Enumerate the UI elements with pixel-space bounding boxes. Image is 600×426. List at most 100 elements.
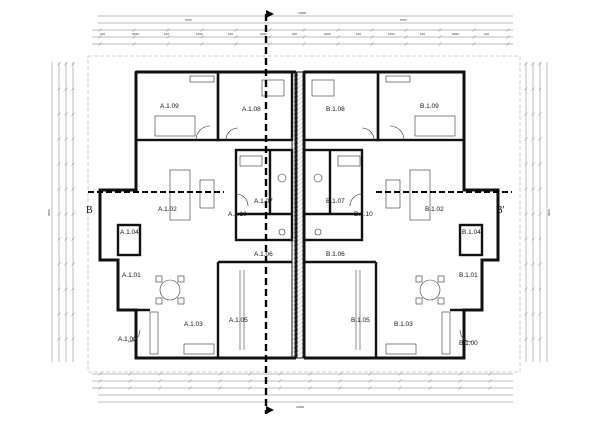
- dimension-tick: [132, 42, 136, 46]
- dim-top-segment: 120: [420, 32, 425, 36]
- dim-top-segment: 100: [100, 32, 105, 36]
- dimension-tick: [308, 386, 312, 390]
- dimension-tick: [531, 312, 535, 316]
- dimension-tick: [57, 187, 61, 191]
- dimension-tick: [438, 28, 442, 32]
- bottom-dimensions: [92, 372, 513, 403]
- dim-top-segment: 250: [292, 32, 297, 36]
- dimension-tick: [308, 379, 312, 383]
- dimension-tick: [531, 337, 535, 341]
- dimension-tick: [132, 28, 136, 32]
- dimension-tick: [98, 42, 102, 46]
- dimension-tick: [538, 212, 542, 216]
- dimension-tick: [308, 372, 312, 376]
- room-a108: A.1.08: [242, 106, 261, 113]
- dimension-tick: [458, 386, 462, 390]
- dimension-tick: [98, 372, 102, 376]
- center-axis: [264, 10, 274, 414]
- dimension-tick: [531, 87, 535, 91]
- dimension-tick: [64, 112, 68, 116]
- room-a107: A.1.07: [254, 198, 273, 205]
- dim-top-segment: 2600: [324, 32, 331, 36]
- dimension-tick: [218, 379, 222, 383]
- dimension-tick: [166, 35, 170, 39]
- dimension-tick: [71, 112, 75, 116]
- dim-top-segment: 120: [228, 32, 233, 36]
- party-wall: [291, 71, 305, 359]
- dimension-tick: [370, 28, 374, 32]
- dimension-tick: [248, 386, 252, 390]
- dimension-tick: [71, 262, 75, 266]
- dimension-tick: [531, 287, 535, 291]
- dimension-tick: [158, 386, 162, 390]
- dimension-tick: [458, 379, 462, 383]
- dimension-tick: [64, 62, 68, 66]
- dimension-tick: [158, 379, 162, 383]
- dimension-tick: [57, 312, 61, 316]
- dimension-tick: [128, 379, 132, 383]
- dim-top-right: 5700: [400, 18, 407, 22]
- dimension-tick: [268, 42, 272, 46]
- dimension-tick: [524, 312, 528, 316]
- room-labels: A.1.09 A.1.08 B.1.08 B.1.09 A.1.07 B.1.0…: [118, 103, 481, 347]
- dimension-tick: [531, 137, 535, 141]
- dimension-tick: [524, 137, 528, 141]
- dimension-tick: [188, 386, 192, 390]
- dimension-tick: [132, 35, 136, 39]
- dimension-tick: [64, 162, 68, 166]
- dimension-tick: [188, 372, 192, 376]
- top-dim-labels: 11800 5700 5700: [185, 11, 407, 22]
- dimension-tick: [531, 62, 535, 66]
- dimension-tick: [404, 28, 408, 32]
- dimension-tick: [71, 337, 75, 341]
- dimension-tick: [98, 386, 102, 390]
- dimension-tick: [336, 42, 340, 46]
- dimension-tick: [71, 162, 75, 166]
- dimension-tick: [524, 87, 528, 91]
- dimension-tick: [398, 372, 402, 376]
- room-a110: A.1.10: [228, 211, 247, 218]
- dimension-tick: [524, 162, 528, 166]
- dimension-tick: [218, 386, 222, 390]
- dimension-tick: [524, 262, 528, 266]
- dimension-tick: [506, 42, 510, 46]
- dimension-tick: [336, 28, 340, 32]
- dimension-tick: [268, 35, 272, 39]
- dimension-tick: [428, 386, 432, 390]
- room-b103: B.1.03: [394, 321, 413, 328]
- room-b102: B.1.02: [425, 206, 444, 213]
- dimension-tick: [234, 42, 238, 46]
- dimension-tick: [278, 386, 282, 390]
- dimension-tick: [368, 386, 372, 390]
- dimension-tick: [128, 386, 132, 390]
- dimension-tick: [57, 212, 61, 216]
- dimension-tick: [98, 35, 102, 39]
- dimension-tick: [57, 262, 61, 266]
- dim-top-segment: 3090: [452, 32, 459, 36]
- dim-right-total: 9900: [547, 209, 551, 216]
- dimension-tick: [128, 372, 132, 376]
- dimension-tick: [368, 379, 372, 383]
- dimension-tick: [524, 112, 528, 116]
- dimension-tick: [404, 42, 408, 46]
- dim-top-segment: 120: [164, 32, 169, 36]
- dimension-tick: [538, 137, 542, 141]
- dimension-tick: [158, 372, 162, 376]
- dimension-tick: [71, 287, 75, 291]
- dimension-tick: [506, 35, 510, 39]
- dimension-tick: [488, 386, 492, 390]
- dimension-tick: [531, 262, 535, 266]
- dimension-tick: [472, 28, 476, 32]
- dimension-tick: [64, 87, 68, 91]
- dimension-tick: [57, 162, 61, 166]
- dimension-tick: [538, 187, 542, 191]
- dimension-tick: [538, 312, 542, 316]
- dim-top-segment: 1350: [196, 32, 203, 36]
- site-boundary: [87, 55, 521, 373]
- right-dimensions: [524, 62, 548, 362]
- dim-top-segment: 1350: [388, 32, 395, 36]
- dimension-tick: [398, 386, 402, 390]
- dimension-tick: [404, 35, 408, 39]
- top-dimensions: [92, 15, 513, 46]
